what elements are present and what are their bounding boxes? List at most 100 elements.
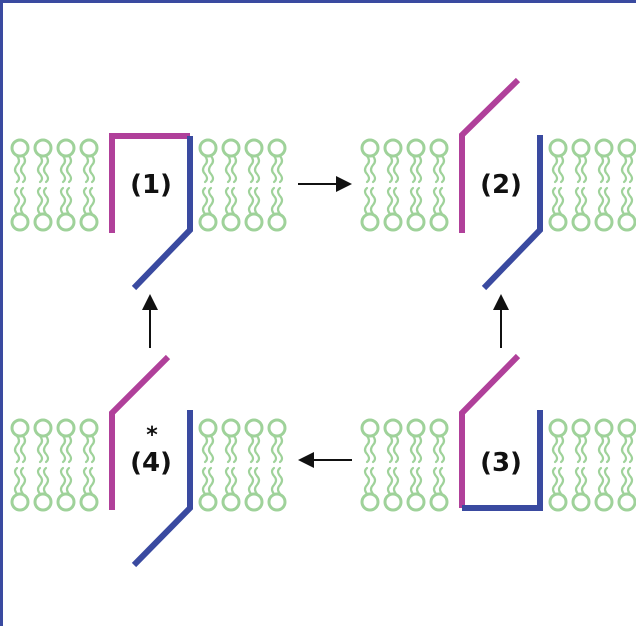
lipid-tail [415, 154, 423, 184]
lipid-head [33, 418, 53, 438]
lipid-tail [580, 434, 588, 464]
lipid-head [360, 492, 380, 512]
lipid-head [617, 492, 636, 512]
lipid-tail [247, 466, 255, 496]
lipid-tail [270, 154, 278, 184]
lipid-tail [253, 186, 261, 216]
lipid-tail [603, 154, 611, 184]
lipid-head [221, 418, 241, 438]
lipid-tail [438, 466, 446, 496]
lipid-tail [253, 154, 261, 184]
lipid-tail [19, 154, 27, 184]
lipid-tail [574, 466, 582, 496]
lipid-tail [369, 186, 377, 216]
lipid-head [79, 138, 99, 158]
lipid-head [406, 212, 426, 232]
lipid-tail [551, 434, 559, 464]
lipid-tail [230, 154, 238, 184]
gate-blue-state-4 [131, 410, 193, 568]
lipid-head [594, 138, 614, 158]
lipid-tail [230, 434, 238, 464]
lipid-tail [432, 466, 440, 496]
lipid-tail [580, 466, 588, 496]
gate-magenta-state-4 [109, 354, 171, 510]
lipid-head [571, 138, 591, 158]
lipid-tail [551, 186, 559, 216]
lipid-tail [603, 466, 611, 496]
membrane-top-left-1 [10, 138, 99, 232]
lipid-tail [432, 154, 440, 184]
lipid-tail [409, 434, 417, 464]
lipid-tail [574, 434, 582, 464]
gate-magenta-state-2 [459, 77, 521, 233]
lipid-tail [247, 186, 255, 216]
lipid-tail [432, 186, 440, 216]
lipid-head [79, 492, 99, 512]
lipid-head [548, 212, 568, 232]
lipid-head [33, 212, 53, 232]
lipid-head [244, 492, 264, 512]
membrane-top-right-2 [548, 138, 636, 232]
lipid-tail [230, 186, 238, 216]
transporter-state-1 [109, 133, 193, 291]
lipid-tail [224, 434, 232, 464]
lipid-tail [42, 434, 50, 464]
lipid-tail [597, 186, 605, 216]
lipid-tail [432, 434, 440, 464]
lipid-tail [59, 434, 67, 464]
lipid-head [594, 492, 614, 512]
lipid-tail [603, 186, 611, 216]
membrane-bottom-left-1 [10, 418, 99, 512]
lipid-head [79, 212, 99, 232]
lipid-tail [19, 466, 27, 496]
lipid-tail [201, 434, 209, 464]
lipid-head [56, 492, 76, 512]
lipid-tail [392, 434, 400, 464]
lipid-head [221, 492, 241, 512]
lipid-tail [207, 186, 215, 216]
membrane-top-right-1 [360, 138, 449, 232]
lipid-head [429, 138, 449, 158]
lipid-head [267, 138, 287, 158]
lipid-head [571, 212, 591, 232]
membrane-top-left-2 [198, 138, 287, 232]
lipid-tail [551, 154, 559, 184]
lipid-head [571, 492, 591, 512]
lipid-tail [603, 434, 611, 464]
lipid-tail [36, 466, 44, 496]
lipid-tail [270, 434, 278, 464]
lipid-head [548, 492, 568, 512]
lipid-head [267, 212, 287, 232]
lipid-tail [276, 434, 284, 464]
lipid-tail [65, 154, 73, 184]
lipid-tail [201, 466, 209, 496]
lipid-tail [42, 186, 50, 216]
transporter-state-2 [459, 77, 543, 291]
lipid-tail [415, 466, 423, 496]
lipid-head [267, 492, 287, 512]
lipid-tail [363, 466, 371, 496]
lipid-tail [224, 186, 232, 216]
lipid-tail [386, 466, 394, 496]
lipid-head [198, 418, 218, 438]
lipid-head [548, 418, 568, 438]
membrane-bottom-right-2 [548, 418, 636, 512]
lipid-tail [386, 154, 394, 184]
lipid-tail [247, 434, 255, 464]
lipid-tail [207, 154, 215, 184]
lipid-head [429, 418, 449, 438]
lipid-head [244, 418, 264, 438]
transporter-state-4 [109, 354, 193, 568]
state-label-3: (3) [480, 448, 522, 478]
lipid-head [360, 212, 380, 232]
lipid-head [56, 418, 76, 438]
lipid-tail [369, 434, 377, 464]
lipid-head [383, 212, 403, 232]
lipid-head [406, 418, 426, 438]
lipid-tail [557, 186, 565, 216]
lipid-head [406, 492, 426, 512]
lipid-head [406, 138, 426, 158]
lipid-tail [13, 154, 21, 184]
lipid-tail [620, 466, 628, 496]
